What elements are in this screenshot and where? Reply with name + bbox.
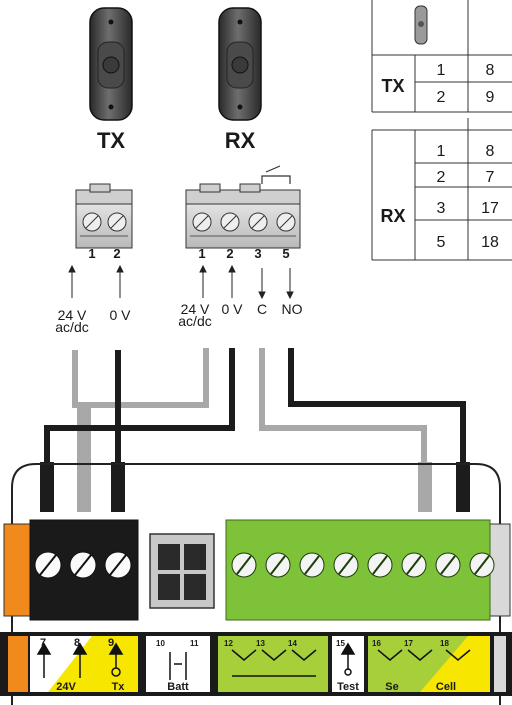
wire-no-black [288, 348, 466, 505]
rx-pin-3: 3 [254, 246, 261, 261]
tx-label: TX [97, 128, 125, 153]
tx-device [89, 7, 133, 121]
label-tx: Tx [112, 681, 126, 693]
table-tx-r2c2: 9 [486, 89, 495, 106]
wires [44, 348, 466, 505]
table-rx-r2c1: 2 [437, 169, 446, 186]
tx-pin-1: 1 [88, 246, 95, 261]
table-rx-label: RX [380, 206, 405, 226]
label-test: Test [337, 681, 359, 693]
rx-label-c: C [257, 301, 267, 317]
table-rx-r2c2: 7 [486, 169, 495, 186]
table-rx-r3c1: 3 [437, 200, 446, 217]
pin-14: 14 [288, 639, 297, 648]
table-rx-r1c2: 8 [486, 143, 495, 160]
pin-16: 16 [372, 639, 381, 648]
rx-label: RX [225, 128, 256, 153]
signal-arrows [68, 264, 294, 300]
tx-terminal-block: 1 2 [75, 183, 133, 261]
rx-label-0v: 0 V [221, 301, 243, 317]
pin-11: 11 [190, 639, 199, 648]
connection-table: TX 1 8 2 9 RX 1 8 2 7 3 17 5 18 [371, 0, 512, 261]
table-tx-label: TX [381, 76, 404, 96]
pin-12: 12 [224, 639, 233, 648]
table-tx-r2c1: 2 [437, 89, 446, 106]
rx-device [218, 7, 262, 121]
table-tx-r1c2: 8 [486, 62, 495, 79]
pin-18: 18 [440, 639, 449, 648]
table-rx-r3c2: 17 [481, 200, 499, 217]
table-tx-r1c1: 1 [437, 62, 446, 79]
rx-pin-1: 1 [198, 246, 205, 261]
pin-10: 10 [156, 639, 165, 648]
table-rx-r4c1: 5 [437, 234, 446, 251]
rx-terminal-block: 1 2 3 5 [185, 165, 301, 261]
pin-8: 8 [74, 637, 80, 649]
table-rx-r1c1: 1 [437, 143, 446, 160]
label-24v: 24V [56, 681, 76, 693]
label-se: Se [385, 681, 398, 693]
rx-pin-2: 2 [226, 246, 233, 261]
pin-17: 17 [404, 639, 413, 648]
rx-label-no: NO [282, 301, 303, 317]
rx-pin-5: 5 [282, 246, 289, 261]
label-cell: Cell [436, 681, 456, 693]
control-board: 7 8 9 24V Tx 10 11 Batt 12 13 14 15 Test… [0, 463, 512, 705]
pin-7: 7 [40, 637, 46, 649]
pin-9: 9 [108, 637, 114, 649]
pin-15: 15 [336, 639, 345, 648]
wire-24v-gray [72, 348, 209, 408]
label-batt: Batt [167, 681, 189, 693]
tx-pin-2: 2 [113, 246, 120, 261]
pin-13: 13 [256, 639, 265, 648]
wire-c-gray [259, 348, 427, 505]
table-rx-r4c2: 18 [481, 234, 499, 251]
tx-label-0v: 0 V [109, 307, 131, 323]
